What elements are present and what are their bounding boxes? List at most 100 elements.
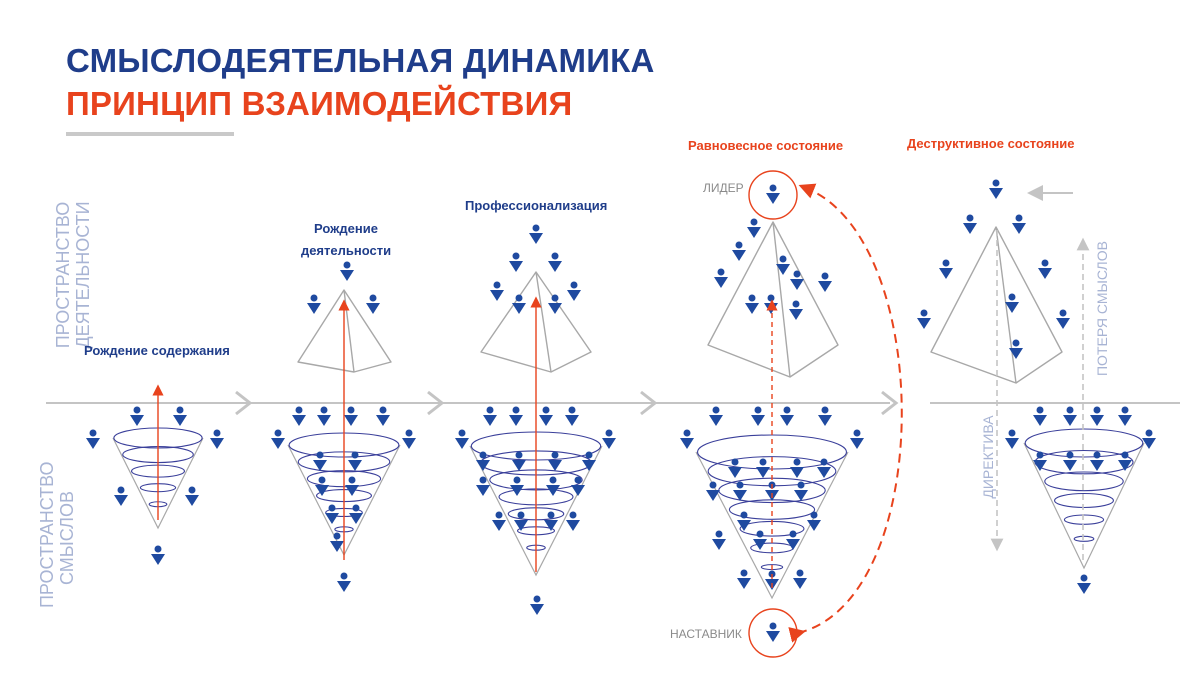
- person-icon: [539, 406, 553, 426]
- person-icon: [571, 476, 585, 496]
- person-icon: [567, 281, 581, 301]
- person-icon: [766, 622, 780, 642]
- person-icon: [1038, 259, 1052, 279]
- person-icon: [307, 294, 321, 314]
- person-icon: [544, 511, 558, 531]
- meaning-loss-label: ПОТЕРЯ СМЫСЛОВ: [1094, 241, 1110, 376]
- person-icon: [766, 184, 780, 204]
- person-icon: [173, 406, 187, 426]
- person-icon: [747, 218, 761, 238]
- person-icon: [1033, 406, 1047, 426]
- person-icon: [402, 429, 416, 449]
- spiral-ring: [1073, 535, 1095, 542]
- person-icon: [340, 261, 354, 281]
- person-icon: [530, 595, 544, 615]
- person-icon: [1005, 429, 1019, 449]
- person-icon: [1090, 451, 1104, 471]
- leader-label: ЛИДЕР: [703, 181, 744, 195]
- person-icon: [1063, 406, 1077, 426]
- person-icon: [330, 532, 344, 552]
- pyramids: [297, 221, 1063, 384]
- person-icon: [1063, 451, 1077, 471]
- spiral-cone-5: [1023, 428, 1145, 570]
- person-icon: [510, 476, 524, 496]
- person-icon: [476, 451, 490, 471]
- stage-label-equilibrium: Равновесное состояние: [688, 138, 844, 153]
- person-icon: [709, 406, 723, 426]
- person-icon: [185, 486, 199, 506]
- cone-outline: [1023, 442, 1145, 570]
- growth-arrows: [152, 296, 778, 588]
- spiral-ring: [1034, 449, 1134, 475]
- person-icon: [790, 458, 804, 478]
- chevron-right-icon: [235, 390, 899, 416]
- pyramid-5: [930, 226, 1063, 384]
- person-icon: [376, 406, 390, 426]
- person-icon: [728, 458, 742, 478]
- person-icon: [455, 429, 469, 449]
- person-icon: [989, 179, 1003, 199]
- person-icon: [476, 476, 490, 496]
- person-icon: [514, 511, 528, 531]
- title-underline: [66, 132, 234, 136]
- directive-label: ДИРЕКТИВА: [980, 415, 996, 499]
- person-icon: [86, 429, 100, 449]
- person-icon: [745, 294, 759, 314]
- person-icon: [151, 545, 165, 565]
- person-icon: [1056, 309, 1070, 329]
- stage-label-destructive: Деструктивное состояние: [907, 136, 1075, 151]
- person-icon: [1118, 406, 1132, 426]
- person-icon: [315, 476, 329, 496]
- person-icon: [492, 511, 506, 531]
- person-icon: [546, 476, 560, 496]
- person-icon: [732, 241, 746, 261]
- spiral-ring: [1063, 514, 1105, 525]
- person-icon: [1142, 429, 1156, 449]
- title-line-2: ПРИНЦИП ВЗАИМОДЕЙСТВИЯ: [66, 85, 573, 122]
- person-icon: [793, 569, 807, 589]
- person-icon: [210, 429, 224, 449]
- stage-label-professionalization: Профессионализация: [465, 198, 608, 213]
- pyramid-3: [480, 271, 592, 373]
- person-icon: [490, 281, 504, 301]
- person-icon: [917, 309, 931, 329]
- person-icon: [582, 451, 596, 471]
- title-line-1: СМЫСЛОДЕЯТЕЛЬНАЯ ДИНАМИКА: [66, 42, 655, 79]
- person-icon: [818, 406, 832, 426]
- person-icon: [483, 406, 497, 426]
- person-icon: [529, 224, 543, 244]
- person-icon: [780, 406, 794, 426]
- person-icon: [764, 294, 778, 314]
- person-icon: [114, 486, 128, 506]
- person-icon: [271, 429, 285, 449]
- mentor-label: НАСТАВНИК: [670, 627, 742, 641]
- person-icon: [714, 268, 728, 288]
- person-icon: [548, 252, 562, 272]
- person-icon: [366, 294, 380, 314]
- person-icon: [818, 272, 832, 292]
- person-icon: [963, 214, 977, 234]
- spiral-ring: [1024, 428, 1144, 458]
- person-icon: [317, 406, 331, 426]
- person-icon: [756, 458, 770, 478]
- person-icon: [548, 294, 562, 314]
- person-icon: [790, 270, 804, 290]
- person-icon: [1090, 406, 1104, 426]
- person-icon: [850, 429, 864, 449]
- person-icon: [751, 406, 765, 426]
- person-icon: [345, 476, 359, 496]
- person-icon: [509, 252, 523, 272]
- spiral-ring: [1054, 492, 1114, 509]
- stage-label-content-birth: Рождение содержания: [84, 343, 230, 358]
- person-icon: [1033, 451, 1047, 471]
- person-icon: [509, 406, 523, 426]
- person-icon: [1012, 214, 1026, 234]
- person-icon: [753, 530, 767, 550]
- leader-mentor-loop: [788, 183, 903, 643]
- person-icon: [712, 530, 726, 550]
- person-icon: [512, 294, 526, 314]
- person-icon: [789, 300, 803, 320]
- stage-label-activity-birth: Рождение деятельности: [286, 218, 406, 262]
